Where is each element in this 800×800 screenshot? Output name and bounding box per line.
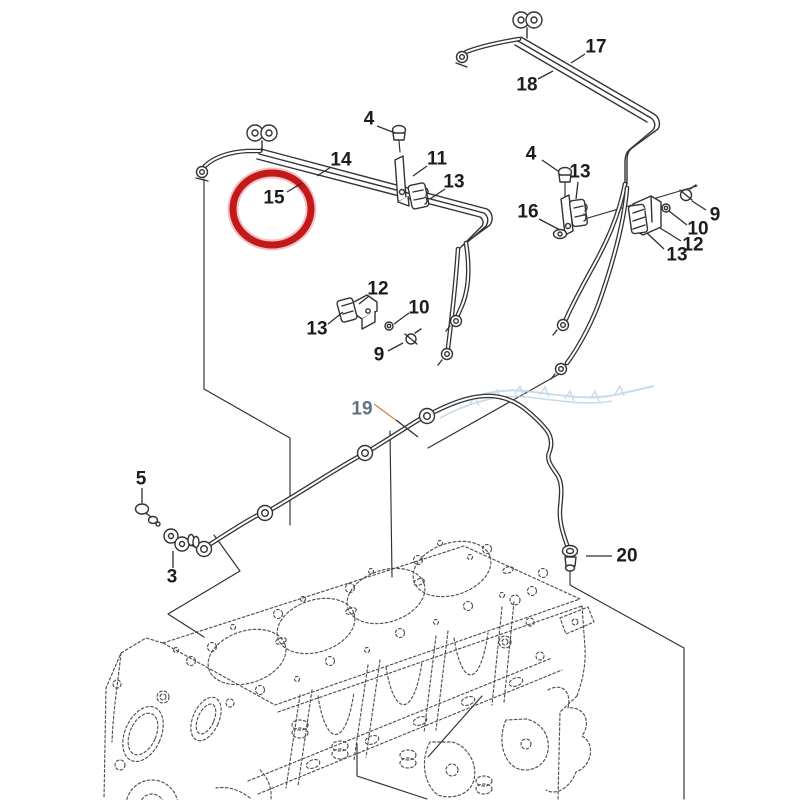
callout-label-10a: 10: [408, 298, 429, 319]
outlet-fitting-20: [561, 544, 579, 572]
callout-label-12b: 12: [682, 235, 703, 256]
callout-label-20: 20: [616, 546, 637, 567]
callout-label-11: 11: [427, 149, 448, 170]
pipe-end-fitting: [437, 347, 454, 366]
callout-label-13b: 13: [306, 319, 327, 340]
pipe-hanger: [512, 11, 543, 39]
callout-label-9a: 9: [374, 345, 385, 366]
callout-leader-4a: [376, 125, 396, 134]
cylinder-block-body: [103, 594, 595, 800]
banjo-bolt-5: [134, 503, 161, 527]
banjo-union: [418, 407, 436, 425]
nut-10: [661, 203, 671, 213]
highlight-circle-part-15: [229, 169, 315, 249]
callout-label-4a: 4: [364, 109, 375, 130]
engine-block: [103, 539, 595, 800]
banjo-union: [356, 444, 374, 462]
callout-label-10b: 10: [687, 219, 708, 240]
callout-label-14: 14: [330, 150, 352, 171]
callout-label-12a: 12: [367, 279, 388, 300]
callout-leader-19-1: [395, 419, 419, 438]
callout-label-13d: 13: [666, 245, 687, 266]
callout-leader-13b: [327, 311, 344, 325]
injection-pipe-group-right: [455, 11, 697, 380]
callout-leader-14: [316, 166, 332, 177]
callout-leader-13c: [575, 181, 579, 200]
bracket-11: [394, 155, 410, 207]
callout-leader-12a: [358, 295, 370, 305]
callout-label-16: 16: [517, 202, 538, 223]
pipe-end-fitting: [550, 362, 568, 380]
pipe-end-fitting: [552, 318, 570, 336]
leak-off-pipe-19: [134, 393, 579, 572]
callout-leader-17: [570, 53, 586, 64]
pipe-clamp-13: [568, 198, 589, 228]
callout-label-18: 18: [516, 75, 537, 96]
pipe-end-fitting: [455, 50, 469, 68]
flange-bolt-4: [391, 124, 407, 153]
callout-leader-10a: [393, 312, 410, 325]
head-gasket: [162, 539, 581, 706]
nut-10: [384, 321, 394, 331]
callout-label-3: 3: [167, 567, 178, 588]
callout-label-9b: 9: [710, 205, 721, 226]
callout-leader-10b: [668, 210, 688, 226]
callout-label-4b: 4: [526, 144, 537, 165]
pipe-hanger: [246, 124, 278, 152]
watermark-scribble: [435, 384, 655, 419]
callout-label-5: 5: [136, 469, 147, 490]
callout-leader-11: [412, 165, 428, 177]
callout-label-17: 17: [585, 37, 606, 58]
banjo-union: [256, 504, 274, 522]
injection-pipe-group-left: [195, 124, 493, 366]
callout-leader-18: [537, 70, 554, 80]
callout-leader-13a: [429, 188, 446, 200]
bolt-9: [679, 184, 697, 202]
callout-label-15: 15: [263, 188, 285, 209]
callout-leader-4b: [541, 159, 559, 172]
callout-label-19: 19: [351, 399, 372, 420]
banjo-union: [195, 540, 213, 558]
pipe-end-fitting: [445, 314, 463, 332]
highlight-ring: [227, 167, 317, 251]
pipe-clamp-13: [407, 182, 430, 210]
callout-leader-15: [286, 182, 303, 193]
pipe-clamp-13: [627, 203, 649, 235]
callout-leader-16: [538, 218, 561, 231]
callout-leader-9b: [691, 200, 707, 211]
callout-label-13a: 13: [443, 172, 464, 193]
callout-label-13c: 13: [569, 162, 590, 183]
bolt-9: [404, 328, 422, 345]
pipe-end-fitting: [195, 165, 209, 182]
pipe-clamp-13: [336, 297, 358, 323]
callout-leader-19: [373, 403, 398, 422]
callout-leader-13d: [646, 232, 665, 250]
projection-lines: [167, 178, 698, 800]
eye-joint-3: [163, 528, 200, 552]
callout-leader-12b: [659, 227, 682, 242]
callout-leader-9a: [387, 342, 404, 352]
